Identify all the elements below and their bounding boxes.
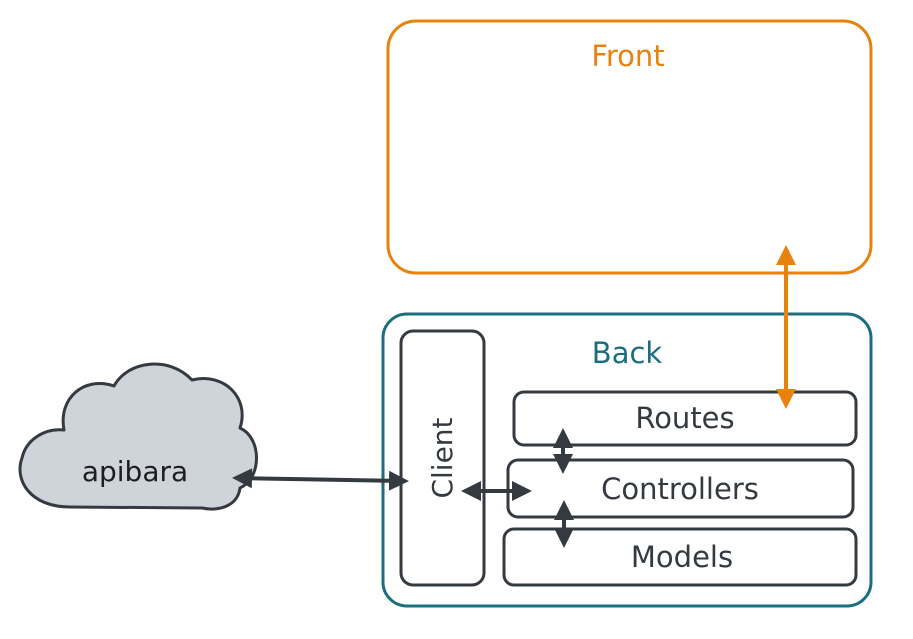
apibara-client-arrow	[232, 468, 409, 491]
client-box: Client	[399, 329, 486, 587]
apibara-label: apibara	[82, 455, 188, 488]
back-box: Back	[381, 312, 873, 608]
back-title: Back	[592, 336, 663, 370]
front-title: Front	[591, 39, 664, 73]
front-box: Front	[386, 19, 873, 275]
controllers-box: Controllers	[506, 458, 855, 519]
models-label: Models	[631, 540, 733, 574]
routes-label: Routes	[635, 401, 734, 435]
routes-box: Routes	[512, 390, 858, 447]
apibara-cloud: apibara	[18, 362, 258, 511]
models-box: Models	[502, 527, 858, 587]
client-label: Client	[426, 417, 459, 498]
controllers-label: Controllers	[601, 472, 759, 506]
